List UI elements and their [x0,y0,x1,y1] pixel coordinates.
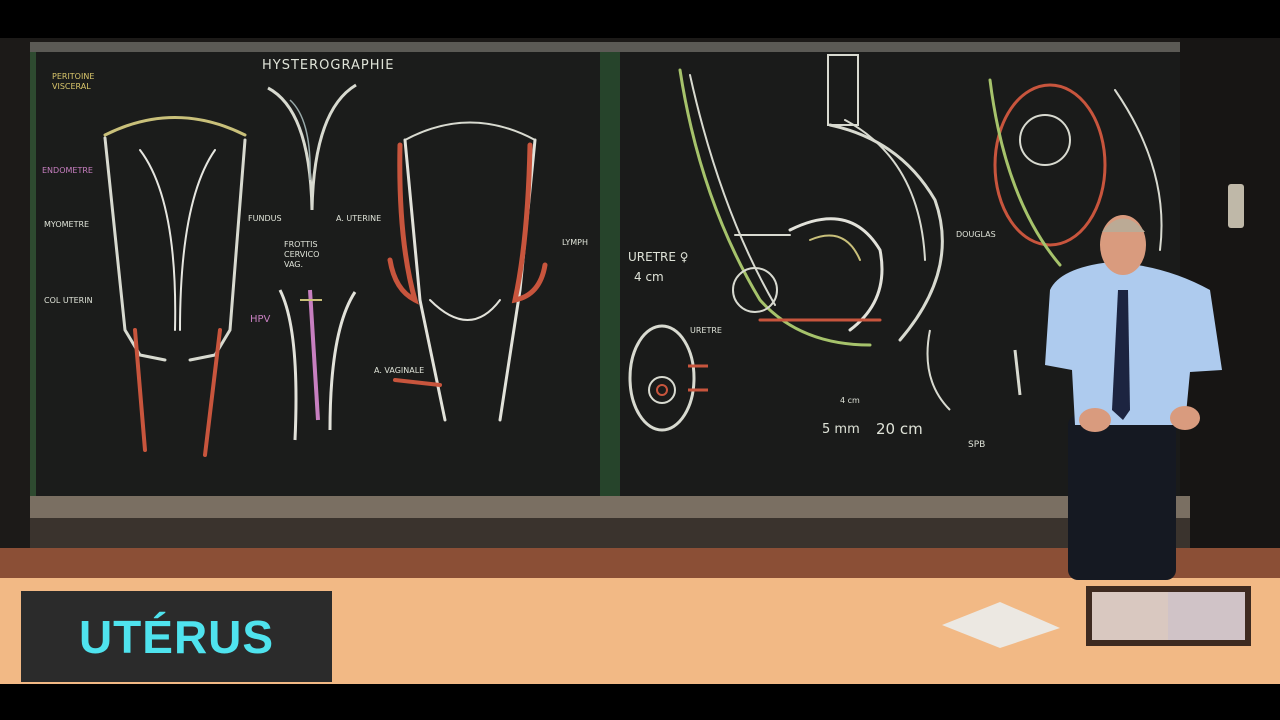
pelvis-sagittal-drawing [678,54,944,347]
board-base [30,518,1190,548]
urethra-section-drawing [628,324,708,432]
lower-third-caption: UTÉRUS [21,591,332,682]
small-sketch [926,329,1022,411]
lecturer-left-hand [1079,408,1111,432]
lecturer-trousers [1068,415,1176,580]
lecturer-tie [1112,290,1130,420]
lecturer-hair [1102,218,1145,232]
board-top-rail [30,42,1180,52]
uterus-drawing-2 [387,121,548,422]
wall-switch [1228,184,1244,228]
caption-title: UTÉRUS [78,610,275,663]
fetus-drawing [988,78,1163,267]
hysterographie-drawing [267,83,357,211]
lecturer-right-hand [1170,406,1200,430]
top-letterbox [0,0,1280,38]
chalk-box-left-compartment [1092,592,1170,640]
uterus-drawing-1 [103,116,247,457]
bottom-letterbox [0,684,1280,720]
chalk-tray [30,496,1190,518]
board-divider [600,52,620,498]
board-left-frame [30,52,36,498]
lecturer-shirt [1045,262,1222,425]
cervix-drawing [278,289,357,441]
chalk-box-right-compartment [1168,592,1245,640]
papers-on-floor [942,602,1060,648]
lecturer [1045,215,1222,580]
